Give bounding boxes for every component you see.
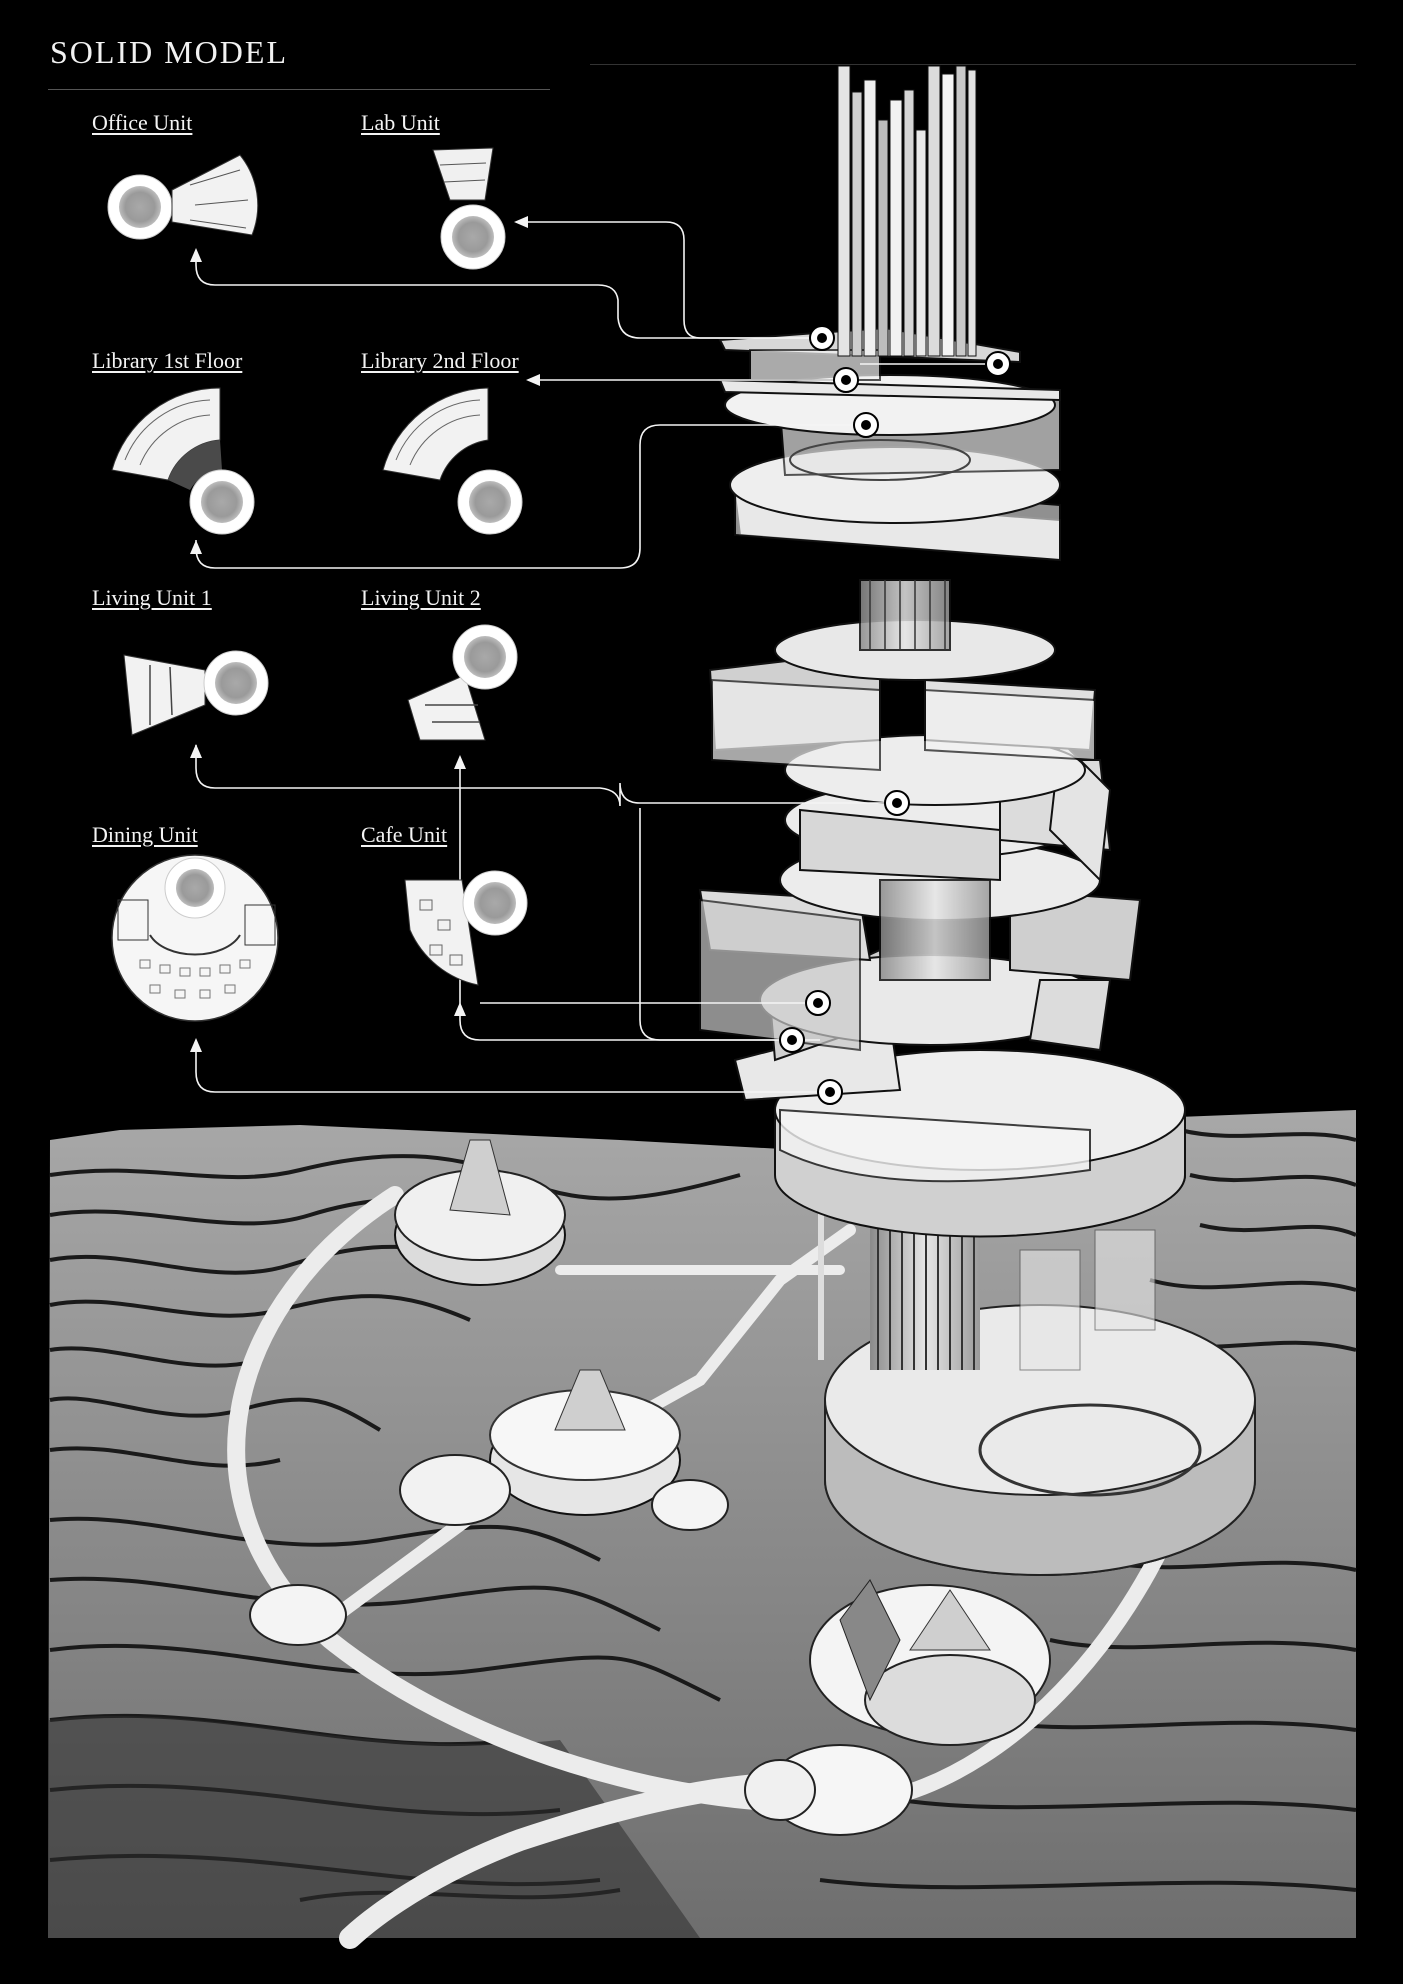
plan-lab-unit [432,147,506,270]
floor-plates [698,326,1186,1238]
plan-cafe-unit [404,870,528,986]
label-office-unit: Office Unit [92,110,193,135]
label-living-unit-1: Living Unit 1 [92,585,212,610]
leader-arrowheads [190,216,540,1052]
label-library-2nd-floor: Library 2nd Floor [361,348,519,373]
leader-lines [195,221,998,1093]
label-living-unit-2: Living Unit 2 [361,585,481,610]
title-divider [48,89,550,90]
terrain-pods [249,1139,1051,1836]
plan-library-2nd-floor [382,387,523,535]
plan-living-unit-2 [407,624,518,741]
target-markers [779,325,1011,1105]
plan-office-unit [107,154,259,240]
page-title: SOLID MODEL [50,34,288,70]
top-divider [590,64,1356,65]
label-cafe-unit: Cafe Unit [361,822,448,847]
label-library-1st-floor: Library 1st Floor [92,348,243,373]
tower-base [824,1229,1256,1576]
plan-library-1st-floor [111,387,255,535]
spire-rods [837,65,977,357]
plan-living-unit-1 [123,650,269,736]
label-dining-unit: Dining Unit [92,822,198,847]
label-lab-unit: Lab Unit [361,110,440,135]
plan-dining-unit [111,854,279,1022]
